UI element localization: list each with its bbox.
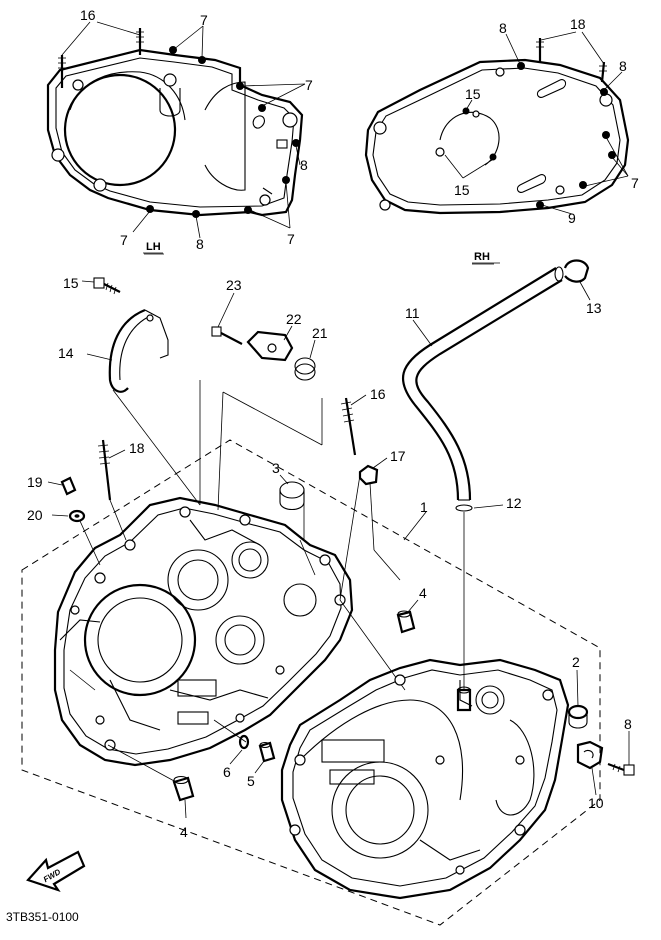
callout-19: 19 <box>27 474 43 490</box>
callout-22: 22 <box>286 311 302 327</box>
gasket-lh <box>46 28 304 218</box>
collar-21 <box>294 339 316 381</box>
stud-16-left <box>58 55 66 88</box>
bearing-3 <box>279 474 305 511</box>
dowel-dot <box>602 131 610 139</box>
dowel-4-lower <box>107 744 195 819</box>
part-code: 3TB351-0100 <box>6 910 79 924</box>
dowel-dot <box>258 104 266 112</box>
screw-23 <box>211 292 243 345</box>
clamp-14 <box>86 308 169 393</box>
seal-2 <box>567 669 589 729</box>
callout-7: 7 <box>287 231 295 247</box>
leaders-rh <box>444 31 629 264</box>
callout-7: 7 <box>200 12 208 28</box>
plug-19 <box>47 476 77 496</box>
label-rh: RH <box>474 251 490 263</box>
callout-23: 23 <box>226 277 242 293</box>
bracket-22 <box>246 325 294 362</box>
bolt-8-lower <box>607 731 635 776</box>
dowel-5 <box>254 741 276 774</box>
bolt-15 <box>81 277 121 295</box>
callout-7: 7 <box>305 77 313 93</box>
callout-15: 15 <box>465 86 481 102</box>
dowel-dot <box>282 176 290 184</box>
callout-8: 8 <box>196 236 204 252</box>
dowel-dot <box>489 153 497 161</box>
callout-11: 11 <box>405 305 420 321</box>
callout-21: 21 <box>312 325 328 341</box>
dowel-4-upper <box>396 599 419 634</box>
callout-16: 16 <box>80 7 96 23</box>
clip-12 <box>455 504 504 690</box>
stud-18-mid <box>97 439 126 501</box>
assembly-outline-1 <box>21 439 601 926</box>
dowel-dot <box>462 107 470 115</box>
guide-10 <box>576 740 604 796</box>
callout-9: 9 <box>568 210 576 226</box>
dowel-dot <box>536 201 544 209</box>
crankcase-right <box>280 658 570 900</box>
dowel-dot <box>579 181 587 189</box>
callout-2: 2 <box>572 654 580 670</box>
dowel-dot <box>198 56 206 64</box>
crankcase-left <box>53 496 354 767</box>
callout-6: 6 <box>223 764 231 780</box>
callout-8: 8 <box>300 157 308 173</box>
callout-5: 5 <box>247 773 255 789</box>
callout-15: 15 <box>63 275 79 291</box>
stud-16-mid <box>340 394 367 456</box>
dowel-dot <box>192 210 200 218</box>
stud-18-left <box>536 38 544 62</box>
stud-16-right <box>136 28 144 55</box>
gasket-rh <box>364 38 630 215</box>
leaders-lh <box>61 21 306 254</box>
callout-3: 3 <box>272 460 280 476</box>
dowel-dot <box>292 139 300 147</box>
callout-14: 14 <box>58 345 74 361</box>
dowel-dot <box>517 62 525 70</box>
callout-10: 10 <box>588 795 604 811</box>
dowel-dot <box>146 205 154 213</box>
dowel-dot <box>600 88 608 96</box>
washer-20 <box>51 509 86 523</box>
callout-4: 4 <box>180 824 188 840</box>
callout-7: 7 <box>631 175 639 191</box>
forward-arrow-icon: FWD <box>26 850 86 893</box>
callout-18: 18 <box>129 440 145 456</box>
callout-13: 13 <box>586 300 602 316</box>
callout-17: 17 <box>390 448 406 464</box>
dowel-dot <box>236 82 244 90</box>
stud-18-right <box>599 61 607 83</box>
callout-20: 20 <box>27 507 43 523</box>
hose-11 <box>401 266 564 501</box>
cap-17 <box>358 457 388 486</box>
clip-13 <box>563 259 591 301</box>
o-ring-6 <box>229 734 250 765</box>
callout-8: 8 <box>499 20 507 36</box>
callout-1: 1 <box>420 499 428 515</box>
label-lh: LH <box>146 241 161 253</box>
leaders-case <box>79 380 406 743</box>
callout-12: 12 <box>506 495 522 511</box>
callout-8: 8 <box>624 716 632 732</box>
dowel-dot <box>244 206 252 214</box>
callout-8: 8 <box>619 58 627 74</box>
callout-4: 4 <box>419 585 427 601</box>
callout-18: 18 <box>570 16 586 32</box>
callout-15: 15 <box>454 182 470 198</box>
callout-7: 7 <box>120 232 128 248</box>
dowel-dot <box>608 151 616 159</box>
callout-16: 16 <box>370 386 386 402</box>
